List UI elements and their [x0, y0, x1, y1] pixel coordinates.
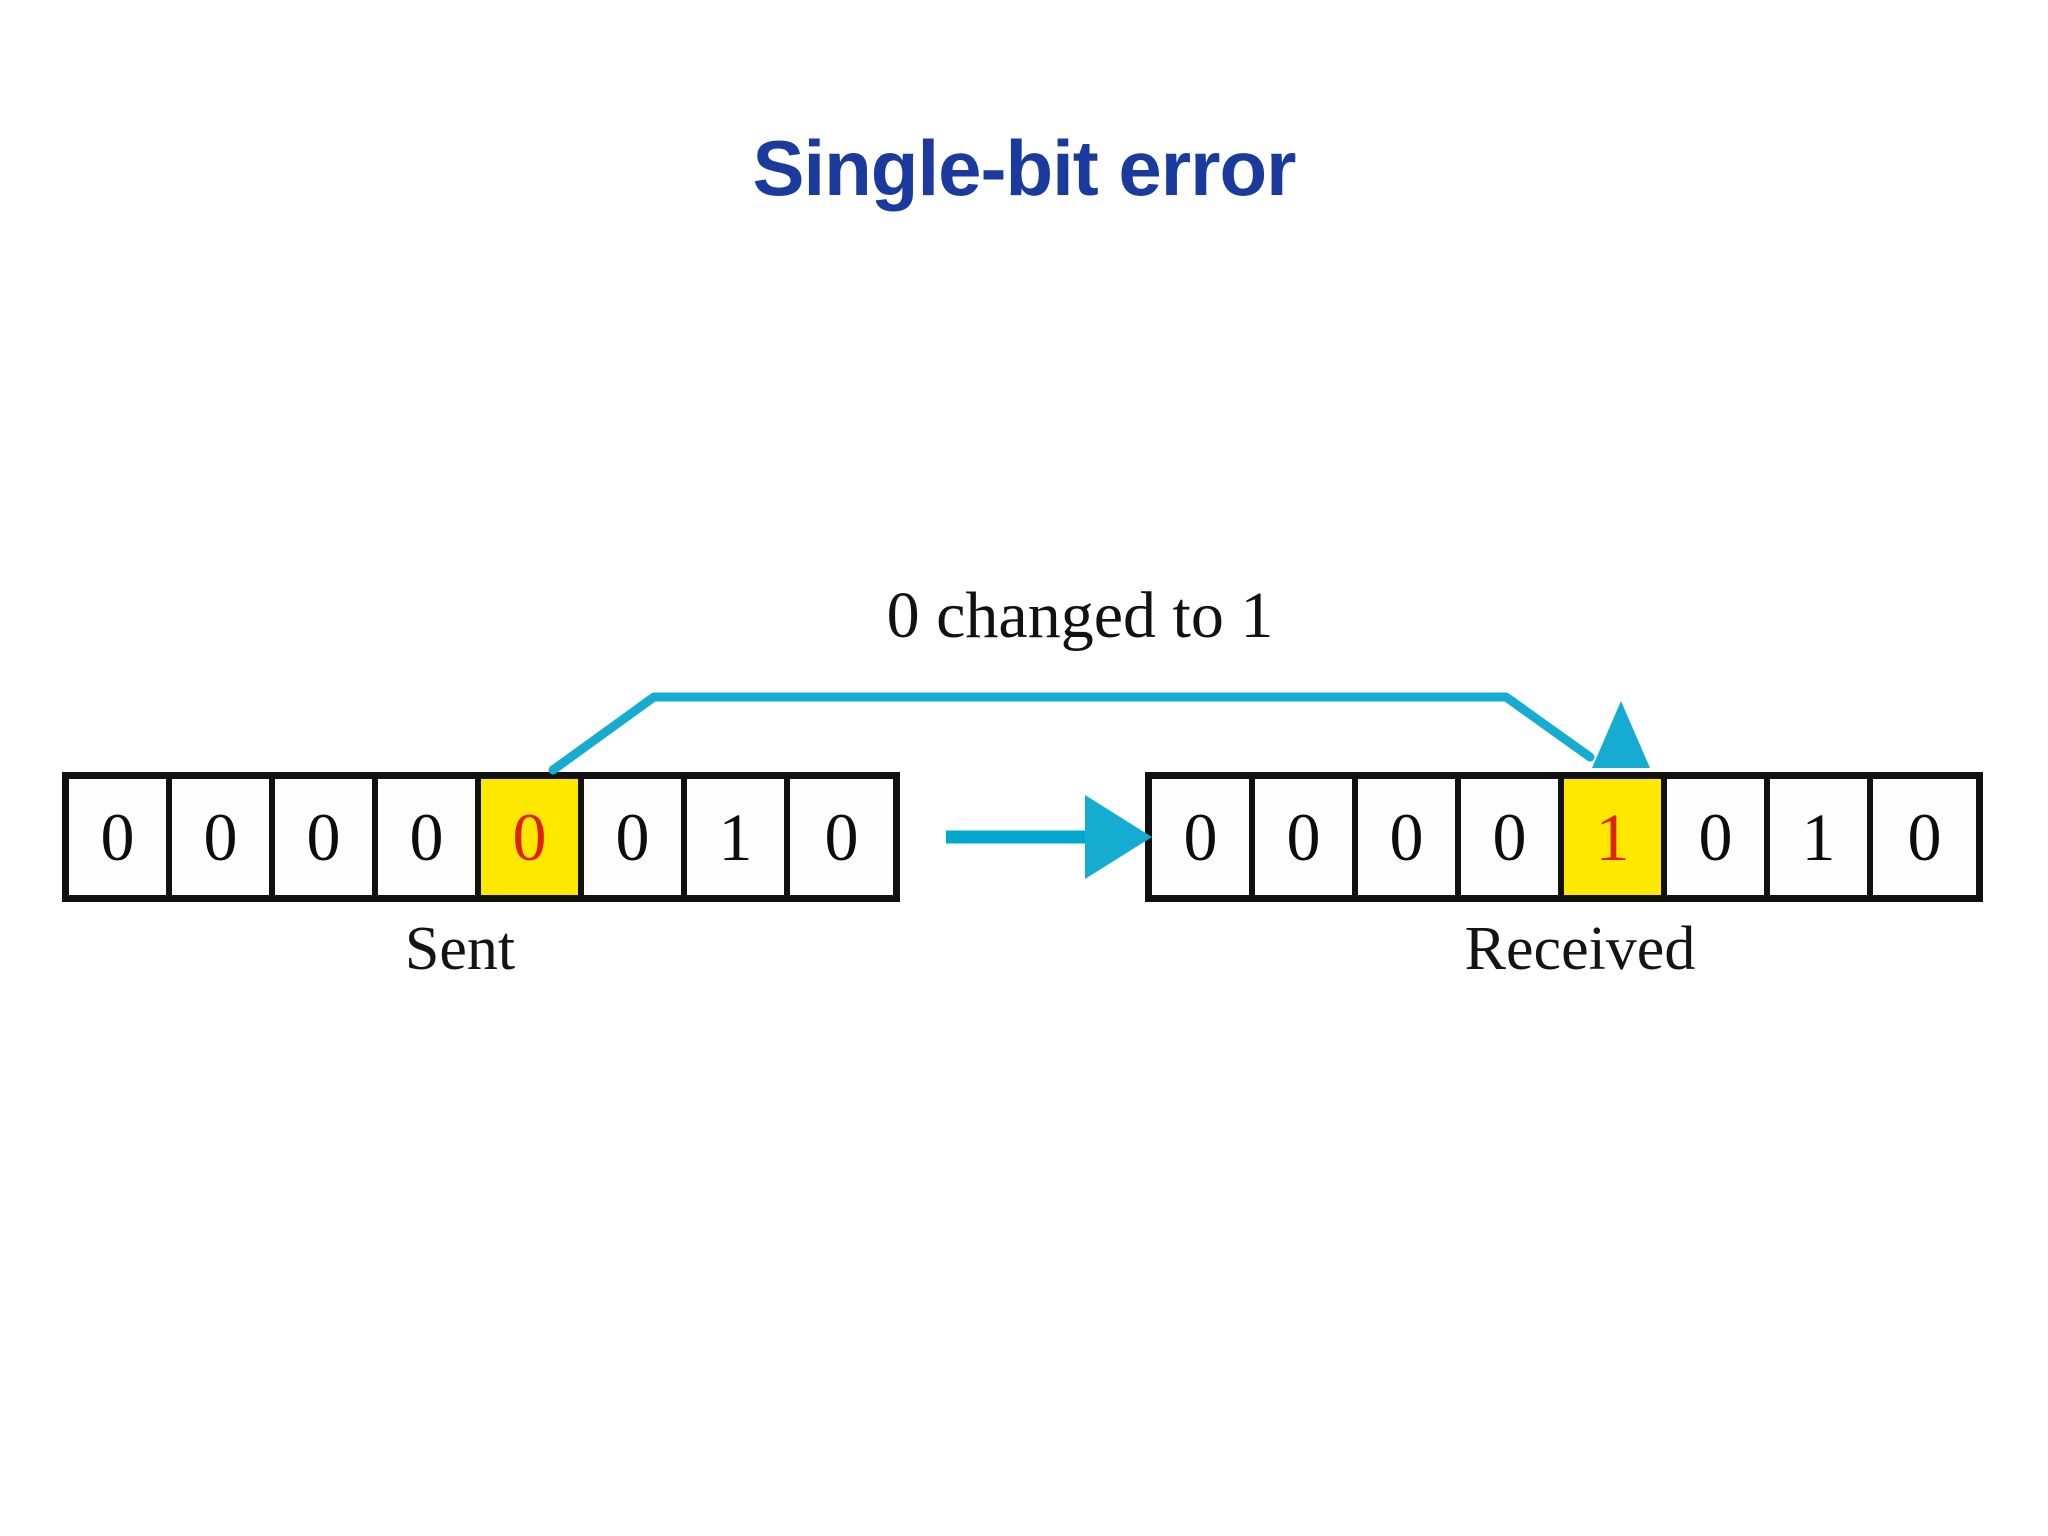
bit-cell: 0 [1152, 779, 1255, 895]
sent-array-label: Sent [404, 915, 516, 983]
received-bit-array: 0 0 0 0 1 0 1 0 [1145, 772, 1983, 902]
bit-cell: 0 [1255, 779, 1358, 895]
bit-cell: 0 [1667, 779, 1770, 895]
bit-cell: 1 [1770, 779, 1873, 895]
bit-cell: 0 [275, 779, 378, 895]
received-array-label: Received [1464, 915, 1696, 983]
bit-cell: 0 [1461, 779, 1564, 895]
bit-cell: 0 [69, 779, 172, 895]
sent-bit-array: 0 0 0 0 0 0 1 0 [62, 772, 900, 902]
bit-cell: 0 [378, 779, 481, 895]
bit-cell: 0 [584, 779, 687, 895]
curved-down-arrow-icon [548, 692, 1650, 775]
bit-cell: 0 [1358, 779, 1461, 895]
page-title: Single-bit error [752, 124, 1296, 212]
bit-cell-error-highlight: 1 [1564, 779, 1667, 895]
bit-cell-error-highlight: 0 [481, 779, 584, 895]
right-arrow-icon [946, 795, 1152, 879]
bit-cell: 0 [172, 779, 275, 895]
bit-cell: 1 [687, 779, 790, 895]
bit-change-caption: 0 changed to 1 [886, 579, 1274, 652]
bit-cell: 0 [790, 779, 893, 895]
bit-cell: 0 [1873, 779, 1976, 895]
